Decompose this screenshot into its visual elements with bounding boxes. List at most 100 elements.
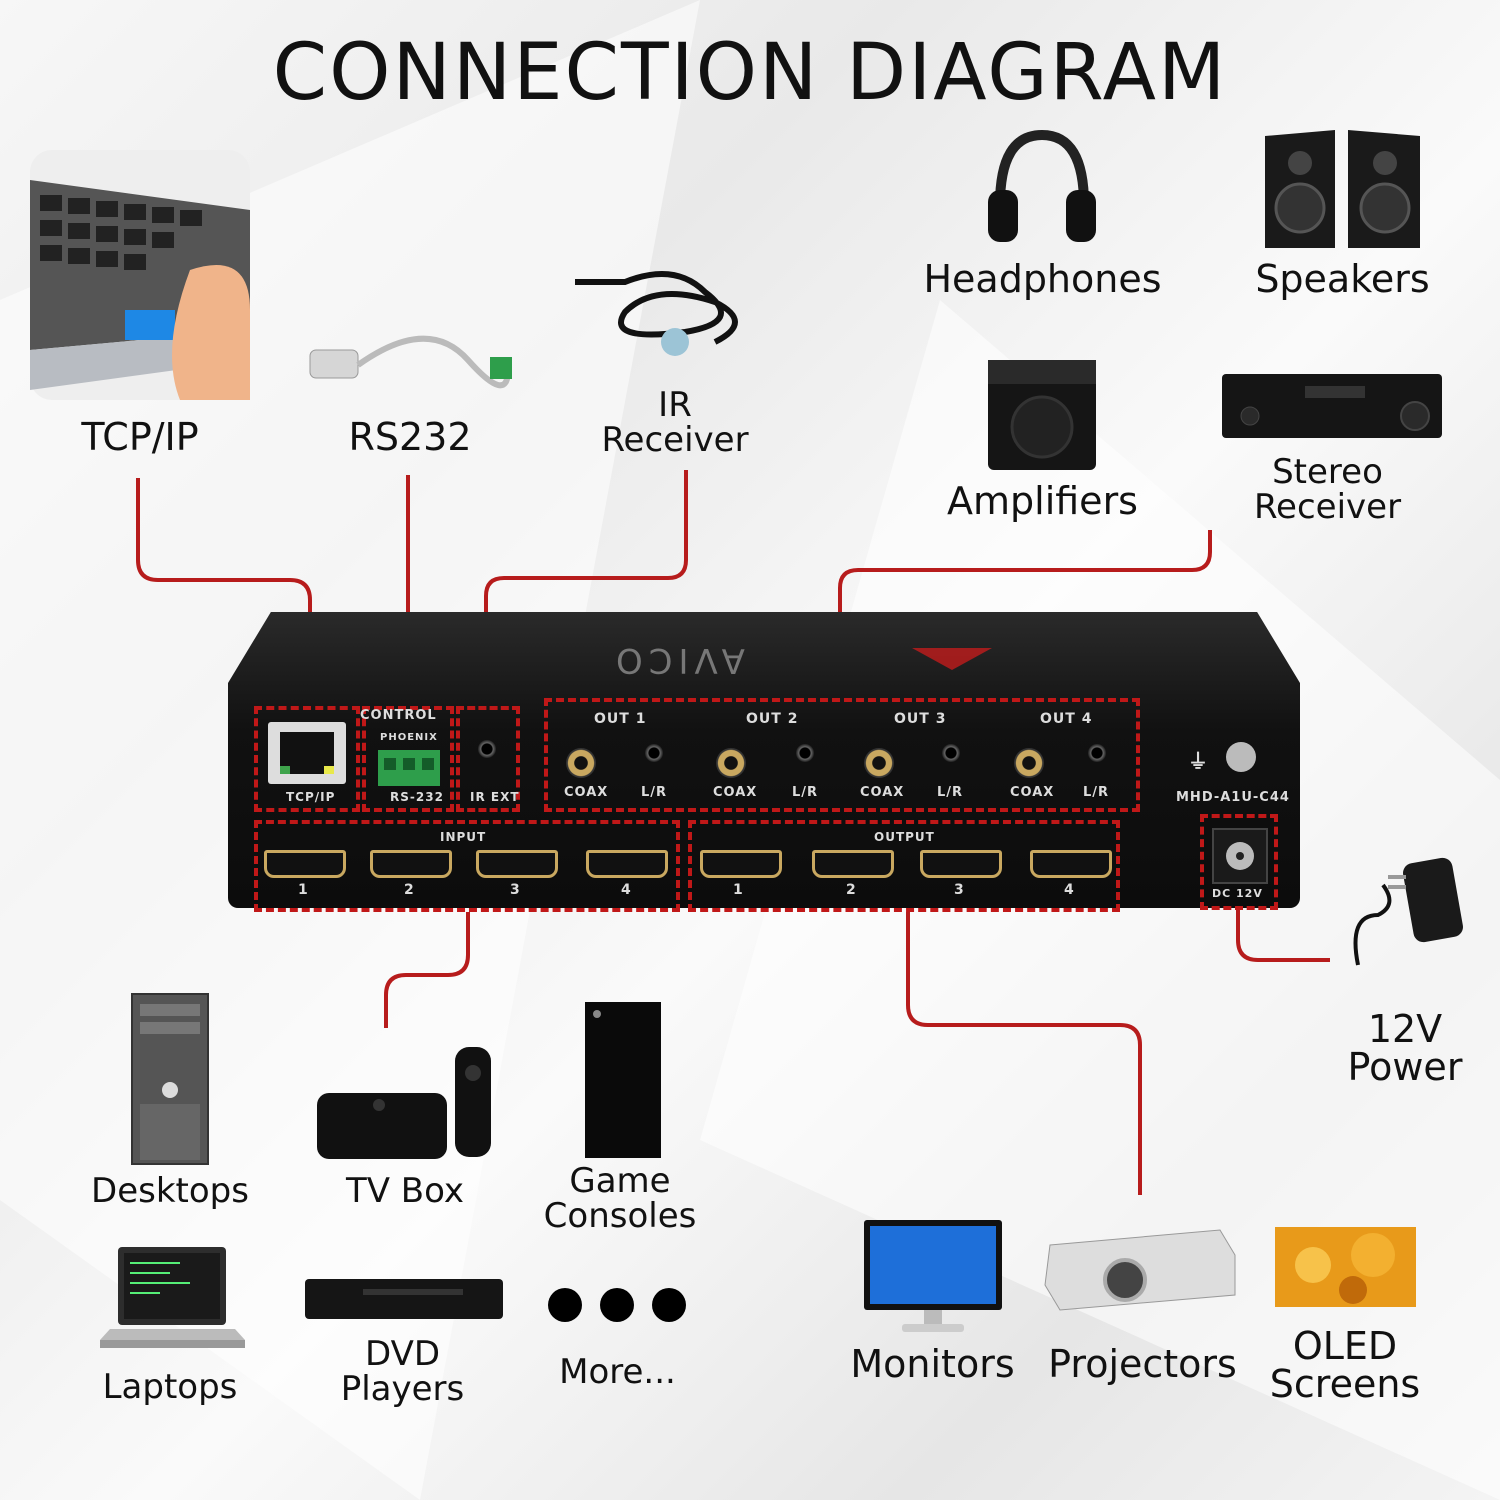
game-console-icon bbox=[585, 1002, 661, 1158]
phoenix-label: PHOENIX bbox=[380, 732, 438, 743]
projectors-label: Projectors bbox=[1048, 1342, 1237, 1386]
more-dot-icon bbox=[548, 1288, 582, 1322]
audio-out-label: OUT 3 bbox=[894, 711, 947, 727]
ground-screw-icon bbox=[1226, 742, 1256, 772]
ir-receiver-icon bbox=[575, 271, 738, 356]
projector-icon bbox=[1044, 1229, 1236, 1311]
desktop-tower-icon bbox=[131, 993, 209, 1165]
ir-connector-line bbox=[484, 470, 688, 704]
audio-connector-line bbox=[838, 530, 1212, 696]
rs232-label: RS232 bbox=[348, 415, 472, 459]
tcpip-label: TCP/IP bbox=[81, 415, 199, 459]
coax-label: COAX bbox=[564, 785, 609, 800]
device-brand: AVICO bbox=[610, 640, 745, 680]
lr-jack[interactable] bbox=[1088, 744, 1106, 762]
laptop-icon bbox=[100, 1247, 245, 1348]
phoenix-connector[interactable] bbox=[378, 750, 440, 786]
ethernet-port[interactable] bbox=[268, 722, 346, 784]
ground-icon: ⏚ bbox=[1188, 749, 1209, 773]
oled-screen-icon bbox=[1275, 1227, 1416, 1307]
hdmi-inputs-highlight bbox=[254, 820, 680, 912]
game-consoles-label: Game Consoles bbox=[543, 1161, 697, 1236]
lr-jack[interactable] bbox=[796, 744, 814, 762]
model-number: MHD-A1U-C44 bbox=[1176, 790, 1290, 805]
irext-port-highlight bbox=[456, 706, 520, 812]
lr-jack[interactable] bbox=[645, 744, 663, 762]
coax-jack[interactable] bbox=[864, 748, 894, 778]
output-connector-line bbox=[906, 912, 1142, 1195]
hdmi-input-port[interactable] bbox=[264, 850, 346, 878]
stereo-receiver-label: Stereo Receiver bbox=[1253, 452, 1402, 527]
hdmi-output-port[interactable] bbox=[700, 850, 782, 878]
input-number: 2 bbox=[404, 882, 415, 898]
hdmi-output-port[interactable] bbox=[920, 850, 1002, 878]
lr-label: L/R bbox=[1083, 785, 1110, 800]
dc-label: DC 12V bbox=[1212, 887, 1263, 900]
page-title: CONNECTION DIAGRAM bbox=[272, 28, 1228, 118]
amplifiers-label: Amplifiers bbox=[947, 479, 1138, 523]
audio-out-label: OUT 1 bbox=[594, 711, 647, 727]
tcpip-port-label: TCP/IP bbox=[286, 790, 336, 804]
coax-jack[interactable] bbox=[1014, 748, 1044, 778]
lr-jack[interactable] bbox=[942, 744, 960, 762]
hdmi-input-port[interactable] bbox=[586, 850, 668, 878]
brand-logo bbox=[912, 648, 992, 670]
output-label: OUTPUT bbox=[874, 830, 935, 844]
ir-receiver-label: IR Receiver bbox=[601, 385, 749, 460]
tv-box-icon bbox=[317, 1047, 491, 1159]
dc-power-highlight bbox=[1200, 814, 1278, 910]
input-number: 3 bbox=[510, 882, 521, 898]
hdmi-output-port[interactable] bbox=[812, 850, 894, 878]
control-label: CONTROL bbox=[360, 708, 437, 723]
more-dot-icon bbox=[600, 1288, 634, 1322]
tcpip-connector-line bbox=[136, 478, 312, 704]
headphones-icon bbox=[988, 129, 1096, 242]
dvd-player-icon bbox=[305, 1279, 503, 1319]
monitors-label: Monitors bbox=[850, 1342, 1015, 1386]
desktops-label: Desktops bbox=[91, 1171, 249, 1211]
tv-box-label: TV Box bbox=[345, 1171, 465, 1211]
lr-label: L/R bbox=[937, 785, 964, 800]
coax-label: COAX bbox=[1010, 785, 1055, 800]
rs232-port-label: RS-232 bbox=[390, 790, 444, 804]
power-label: 12V Power bbox=[1347, 1007, 1463, 1089]
amplifier-icon bbox=[988, 360, 1096, 470]
power-connector-line bbox=[1236, 910, 1330, 962]
laptop-ethernet-icon bbox=[30, 150, 250, 400]
oled-label: OLED Screens bbox=[1269, 1324, 1421, 1406]
hdmi-input-port[interactable] bbox=[370, 850, 452, 878]
coax-jack[interactable] bbox=[716, 748, 746, 778]
coax-jack[interactable] bbox=[566, 748, 596, 778]
rs232-cable-icon bbox=[309, 335, 512, 389]
output-number: 2 bbox=[846, 882, 857, 898]
hdmi-input-port[interactable] bbox=[476, 850, 558, 878]
hdmi-output-port[interactable] bbox=[1030, 850, 1112, 878]
lr-label: L/R bbox=[641, 785, 668, 800]
speakers-icon bbox=[1265, 130, 1420, 248]
audio-outputs-highlight bbox=[544, 698, 1140, 812]
irext-port-label: IR EXT bbox=[470, 790, 520, 804]
stereo-receiver-icon bbox=[1222, 374, 1442, 438]
output-number: 1 bbox=[733, 882, 744, 898]
laptops-label: Laptops bbox=[102, 1367, 238, 1407]
coax-label: COAX bbox=[713, 785, 758, 800]
input-number: 4 bbox=[621, 882, 632, 898]
dc-power-jack[interactable] bbox=[1212, 828, 1268, 884]
power-adapter-icon bbox=[1353, 857, 1463, 966]
coax-label: COAX bbox=[860, 785, 905, 800]
tcpip-port-highlight bbox=[254, 706, 360, 812]
speakers-label: Speakers bbox=[1255, 257, 1430, 301]
dvd-players-label: DVD Players bbox=[340, 1334, 465, 1409]
audio-out-label: OUT 2 bbox=[746, 711, 799, 727]
lr-label: L/R bbox=[792, 785, 819, 800]
output-number: 4 bbox=[1064, 882, 1075, 898]
hdmi-outputs-highlight bbox=[688, 820, 1120, 912]
more-dot-icon bbox=[652, 1288, 686, 1322]
input-label: INPUT bbox=[440, 830, 487, 844]
input-number: 1 bbox=[298, 882, 309, 898]
audio-out-label: OUT 4 bbox=[1040, 711, 1093, 727]
monitor-icon bbox=[864, 1220, 1002, 1332]
input-connector-line bbox=[384, 912, 470, 1028]
ir-ext-jack[interactable] bbox=[478, 740, 496, 758]
